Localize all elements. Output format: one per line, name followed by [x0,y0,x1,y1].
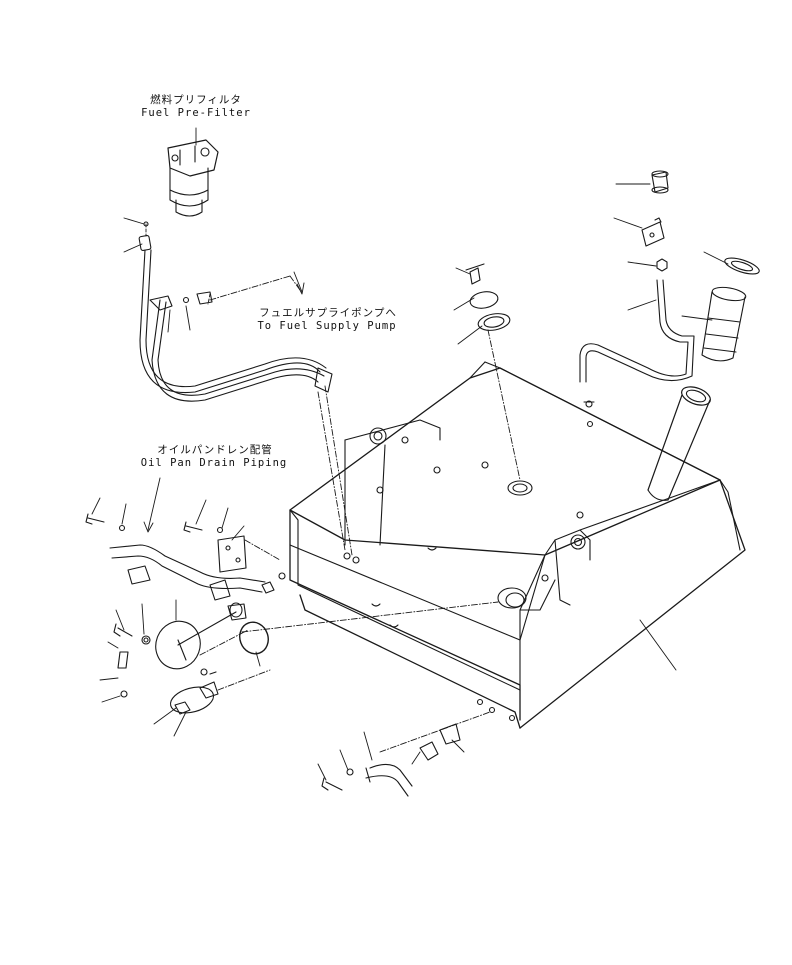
fuel-tank [279,362,745,728]
gauge-cover-parts [466,264,511,333]
fuel-prefilter-label-en: Fuel Pre-Filter [141,107,251,119]
fuel-prefilter-label-jp: 燃料プリフィルタ [150,94,242,106]
clamp-parts [322,724,460,796]
breather-and-filler-parts [580,171,761,407]
leader-lines [92,128,728,780]
oil-pan-label-jp: オイルパンドレン配管 [157,444,273,456]
oil-pan-label-en: Oil Pan Drain Piping [140,457,288,469]
supply-pump-label-en: To Fuel Supply Pump [257,320,397,332]
oil-pan-drain-piping [86,514,274,600]
supply-pump-label-jp: フュエルサプライポンプへ [259,307,397,319]
fuel-sender-unit [114,603,273,717]
fuel-prefilter [168,140,218,216]
fuel-hoses [139,222,332,401]
